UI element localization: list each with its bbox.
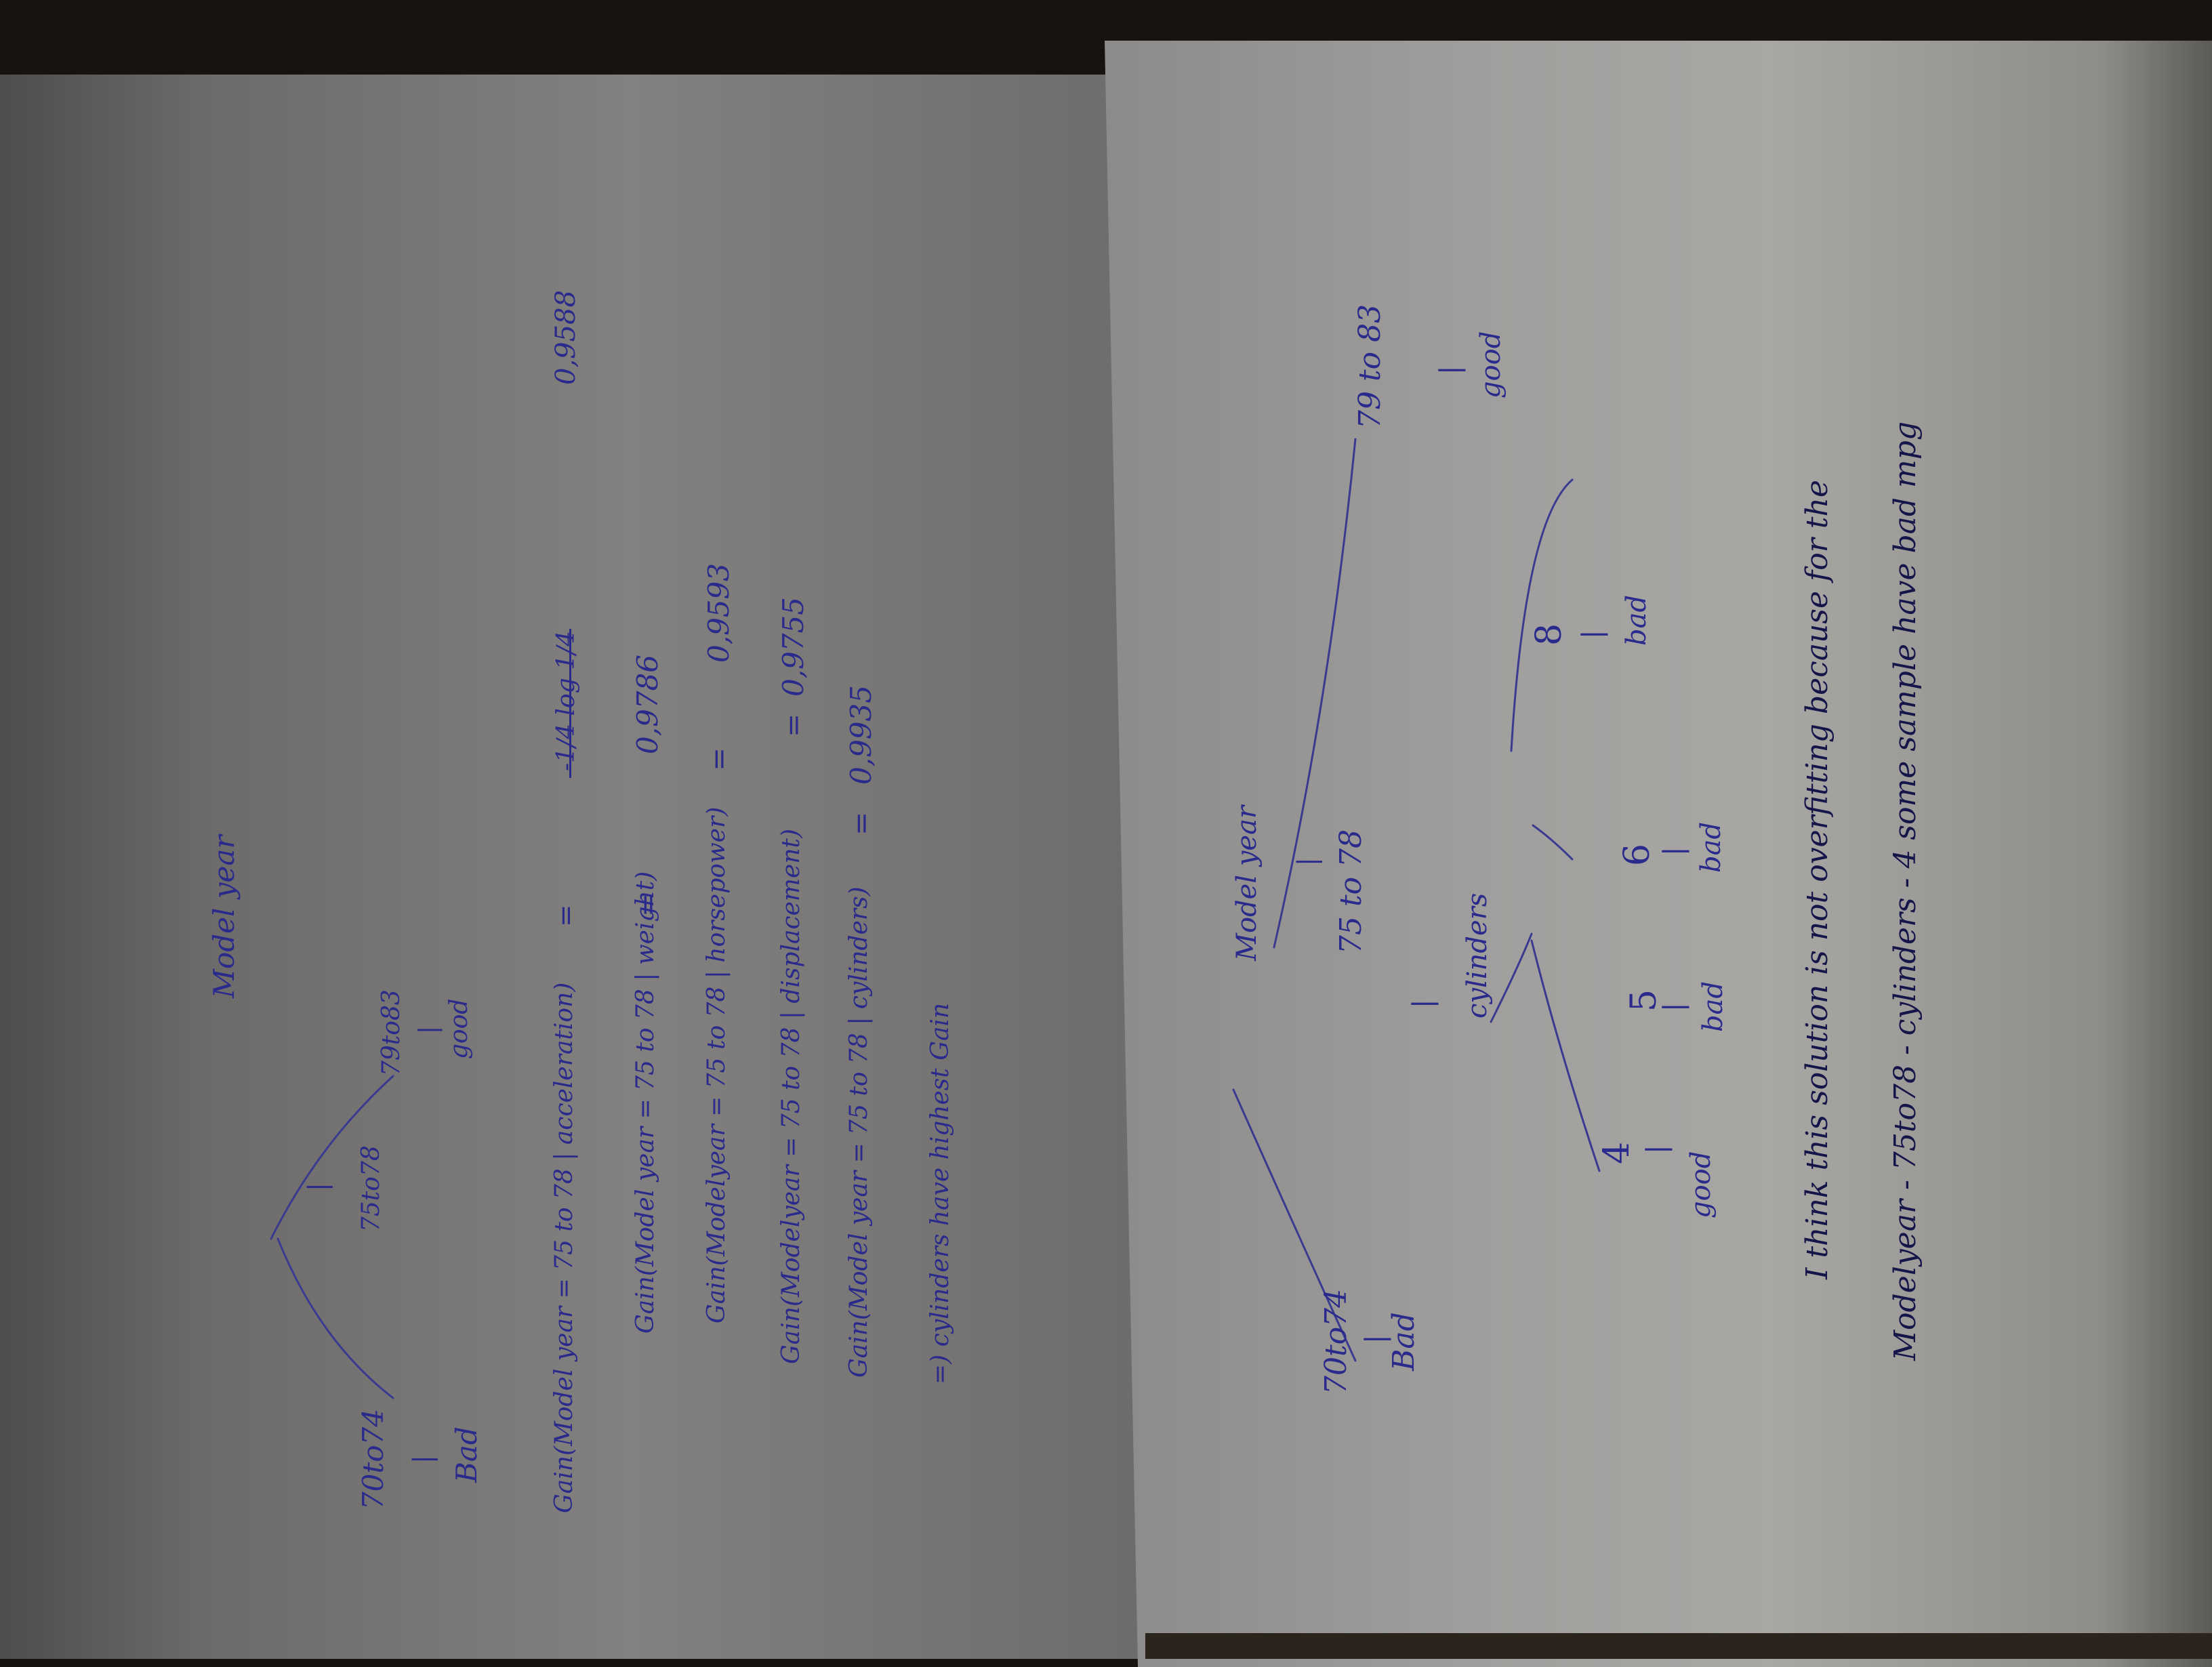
- tree2-sub-tick-6: |: [1658, 846, 1689, 856]
- gain-row-1-eq: =: [550, 904, 581, 927]
- tree2-sub-tick-8: |: [1577, 630, 1608, 639]
- tree2-sub-edge-5: [1490, 932, 1533, 1023]
- gain-row-5-label: Gain(Model year = 75 to 78 | cylinders): [845, 886, 873, 1378]
- tree2-sub-edge-6: [1532, 824, 1574, 861]
- tree2-sub-value-8: 8: [1529, 623, 1570, 646]
- conclusion-text: =) cylinders have highest Gain: [926, 1002, 954, 1384]
- tree1-right-leaf: good: [445, 998, 473, 1059]
- paper-sheet-right: [1105, 41, 2212, 1667]
- tree2-sub-value-6: 6: [1617, 843, 1658, 866]
- gain-row-2-value: 0,9786: [631, 655, 664, 754]
- gain-row-5-eq: =: [844, 811, 878, 836]
- tree1-left-tick: |: [408, 1455, 438, 1464]
- tree2-mid-tick-1: |: [1292, 857, 1322, 866]
- tree2-sub-leaf-8: bad: [1621, 594, 1652, 646]
- gain-row-3-value: 0,9593: [702, 563, 735, 663]
- tree2-root-label: Model year: [1231, 805, 1263, 961]
- tree1-edge-right: [270, 1075, 394, 1240]
- table-surface: [1145, 1633, 2212, 1659]
- gain-row-3-eq: =: [702, 747, 735, 771]
- note-line-2: Modelyear - 75to78 - cylinders - 4 some …: [1888, 421, 1923, 1361]
- tree2-sub-leaf-4: good: [1685, 1151, 1717, 1218]
- tree2-sub-edge-8: [1510, 478, 1574, 752]
- gain-row-5-value: 0,9935: [844, 685, 878, 785]
- tree2-sub-tick-5: |: [1658, 1002, 1689, 1012]
- gain-row-1-strike: [569, 629, 571, 778]
- tree2-sub-value-5: 5: [1624, 989, 1664, 1012]
- tree2-right-tick: |: [1435, 365, 1466, 375]
- tree1-root-label: Model year: [207, 835, 241, 998]
- tree2-sub-value-4: 4: [1597, 1141, 1637, 1164]
- gain-row-3-label: Gain(Modelyear = 75 to 78 | horsepower): [703, 806, 731, 1323]
- gain-row-1-struck: -1/4 log 1/4: [552, 630, 580, 771]
- gain-row-2-eq: =: [631, 892, 664, 917]
- tree1-mid-tick: |: [303, 1182, 333, 1191]
- gain-row-4-value: 0,9755: [777, 597, 810, 697]
- gain-row-4-eq: =: [777, 713, 810, 737]
- gain-row-4-label: Gain(Modelyear = 75 to 78 | displacement…: [777, 828, 805, 1364]
- tree2-left-tick: |: [1360, 1334, 1391, 1344]
- tree1-left-leaf: Bad: [450, 1426, 483, 1483]
- tree2-edge-right: [1273, 438, 1357, 949]
- tree2-sub-leaf-6: bad: [1696, 821, 1727, 873]
- tree2-left-leaf: Bad: [1387, 1312, 1421, 1371]
- tree2-mid-branch: 75 to 78: [1334, 829, 1368, 954]
- tree2-sub-leaf-5: bad: [1698, 981, 1729, 1032]
- tree2-left-branch: 70to74: [1319, 1288, 1353, 1395]
- tree1-edge-left: [276, 1237, 394, 1399]
- tree2-right-leaf: good: [1475, 331, 1507, 398]
- tree1-mid-branch: 75to78: [357, 1145, 385, 1232]
- tree2-sub-tick-4: |: [1641, 1145, 1673, 1154]
- paper-sheet-left: [0, 75, 1145, 1659]
- gain-row-1-label: Gain(Model year = 75 to 78 | acceleratio…: [550, 982, 578, 1513]
- tree2-edge-left: [1232, 1088, 1357, 1362]
- tree2-right-branch: 79 to 83: [1353, 304, 1387, 429]
- tree2-mid-tick-2: |: [1408, 999, 1439, 1008]
- tree2-sub-edge-4: [1530, 939, 1601, 1172]
- tree1-left-branch: 70to74: [356, 1408, 390, 1510]
- gain-row-1-value: 0,9588: [550, 290, 581, 385]
- gain-row-2-label: Gain(Model year = 75 to 78 | weight): [632, 871, 659, 1334]
- tree1-right-branch: 79to83: [377, 989, 405, 1076]
- tree1-right-tick: |: [415, 1025, 443, 1034]
- tree2-sub-root: cylinders: [1462, 892, 1493, 1018]
- note-line-1: I think this solution is not overfitting…: [1800, 480, 1835, 1279]
